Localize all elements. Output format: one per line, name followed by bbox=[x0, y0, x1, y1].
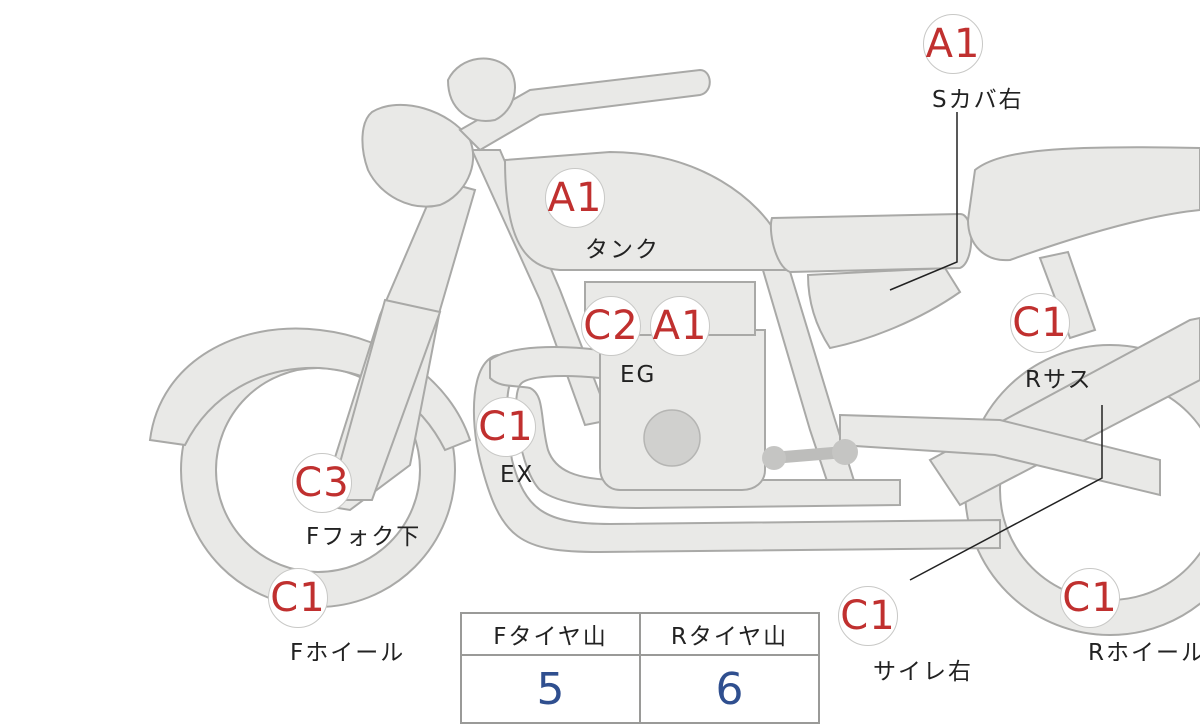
label-engine: EG bbox=[620, 362, 657, 388]
foot-peg-end-right bbox=[832, 439, 858, 465]
muffler bbox=[928, 316, 1200, 507]
badge-rear-suspension-c1: C1 bbox=[1010, 293, 1070, 353]
badge-front-wheel-c1: C1 bbox=[268, 568, 328, 628]
front-tread-value: 5 bbox=[460, 654, 641, 724]
tread-header-row: Fタイヤ山 Rタイヤ山 bbox=[460, 612, 820, 656]
badge-exhaust-c1: C1 bbox=[476, 397, 536, 457]
label-seat-cover: Sカバ右 bbox=[932, 87, 1024, 113]
badge-rear-wheel-c1: C1 bbox=[1060, 568, 1120, 628]
badge-engine-a1: A1 bbox=[650, 296, 710, 356]
handlebar-mount bbox=[446, 57, 516, 122]
front-tread-header: Fタイヤ山 bbox=[460, 612, 641, 656]
side-cover bbox=[806, 266, 962, 350]
rear-tread-header: Rタイヤ山 bbox=[639, 612, 820, 656]
rear-seat bbox=[966, 146, 1200, 262]
badge-tank-a1: A1 bbox=[545, 168, 605, 228]
label-muffler: サイレ右 bbox=[873, 659, 973, 685]
badge-front-fork-c3: C3 bbox=[292, 453, 352, 513]
leader-line-muffler bbox=[909, 405, 1103, 581]
badge-muffler-c1: C1 bbox=[838, 586, 898, 646]
engine-block bbox=[599, 329, 766, 491]
tread-value-row: 5 6 bbox=[460, 654, 820, 724]
leader-line-seat-cover bbox=[889, 112, 958, 291]
label-rear-wheel: Rホイール bbox=[1088, 640, 1200, 666]
label-front-fork: Fフォク下 bbox=[306, 524, 422, 550]
tire-tread-table: Fタイヤ山 Rタイヤ山 5 6 bbox=[460, 612, 820, 724]
rear-tread-value: 6 bbox=[639, 654, 820, 724]
engine-cover bbox=[643, 409, 701, 467]
label-rear-suspension: Rサス bbox=[1025, 367, 1093, 393]
label-exhaust: EX bbox=[500, 462, 535, 488]
seat bbox=[769, 212, 973, 274]
foot-peg-end-left bbox=[762, 446, 786, 470]
badge-engine-c2: C2 bbox=[581, 296, 641, 356]
label-front-wheel: Fホイール bbox=[290, 640, 406, 666]
badge-seat-cover-a1: A1 bbox=[923, 14, 983, 74]
handlebar bbox=[458, 68, 711, 152]
label-tank: タンク bbox=[585, 237, 660, 263]
headlight bbox=[361, 103, 475, 208]
